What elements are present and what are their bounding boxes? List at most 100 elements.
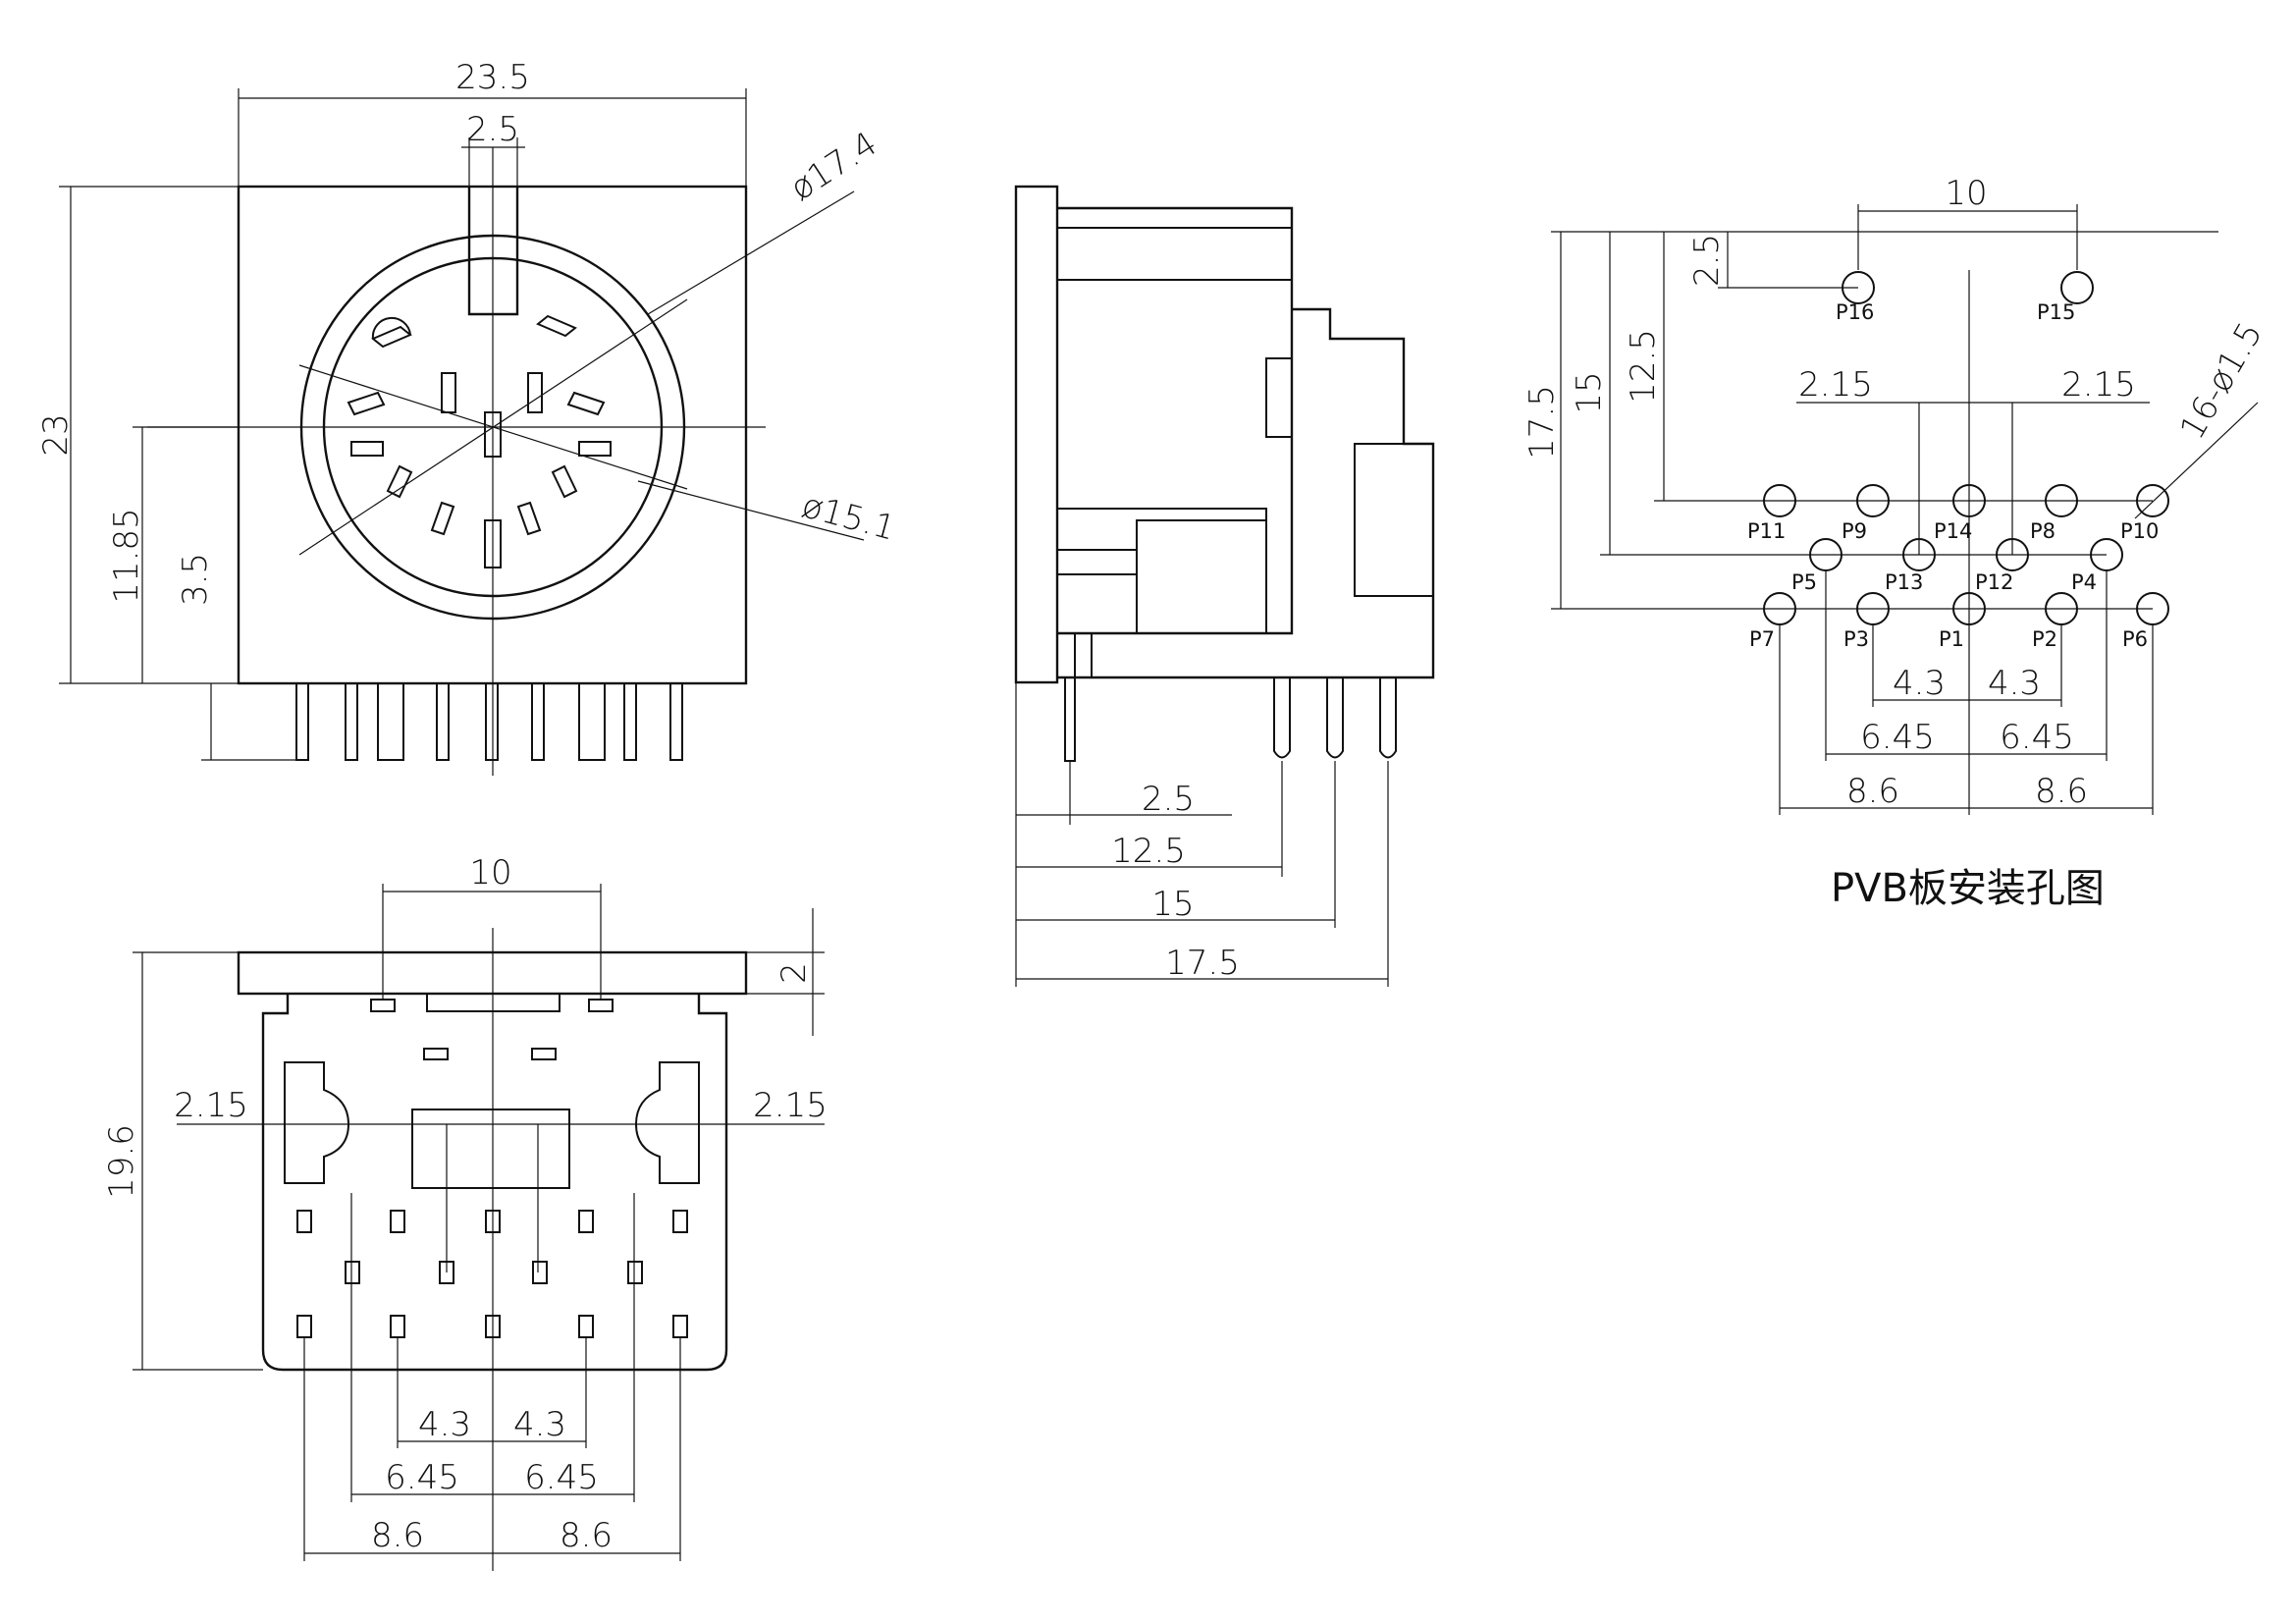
label-P14: P14 [1934,519,1972,543]
bottom-body-outline [261,994,728,1372]
contact [578,441,612,457]
dim-outer-diameter: ø17.4 [783,124,884,208]
contact [386,464,413,499]
dim-inner-r: 4.3 [513,1405,566,1444]
dim-pcb-inner-l: 4.3 [1893,664,1946,703]
contact [430,501,455,536]
dim-center-height: 11.85 [107,508,146,603]
label-P10: P10 [2120,519,2159,543]
side-cutout-left [284,1061,350,1184]
contact [347,391,386,416]
diagonal-center-line-2 [298,364,688,490]
side-cutout-right [634,1061,700,1184]
side-pin [1326,677,1344,759]
side-pin [1064,677,1076,762]
label-P2: P2 [2032,627,2057,651]
dim-outer-l: 8.6 [371,1516,424,1555]
dim-pcb-mid-r: 6.45 [2000,718,2074,757]
pin [623,682,637,761]
pin [485,682,499,761]
contact [551,464,578,499]
pcb-caption: PVB板安装孔图 [1831,866,2105,911]
dim-height: 23 [36,413,76,456]
label-P15: P15 [2037,300,2075,324]
dim-pcb-mid-l: 6.45 [1860,718,1935,757]
dim-inner-diameter: ø15.1 [798,486,900,549]
dim-side-3: 15 [1151,885,1194,924]
leader-line [2134,402,2259,519]
peg [588,999,614,1012]
dim-inner-l: 4.3 [418,1405,471,1444]
dim-mid-r: 6.45 [524,1458,599,1497]
dim-side-2: 12.5 [1111,832,1186,871]
dim-pcb-h3: 12.5 [1624,329,1663,404]
contact [566,391,606,416]
pin [295,682,309,761]
label-P16: P16 [1836,300,1874,324]
pin [377,682,404,761]
dim-side-4: 17.5 [1165,944,1240,983]
side-pin [1379,677,1397,759]
dim-bottom-height: 19.6 [102,1124,141,1199]
front-view: 23.5 2.5 23 11.85 3.5 ø17.4 ø15.1 [36,58,899,776]
leader-line [637,480,865,541]
dim-flange: 2 [774,962,814,984]
dim-pcb-offset-r: 2.15 [2061,365,2136,405]
contact [536,314,577,338]
contact-group [347,314,612,568]
hole-P15 [2060,271,2094,304]
dim-pcb-inner-r: 4.3 [1988,664,2041,703]
peg [370,999,396,1012]
label-P5: P5 [1791,570,1817,594]
contact [484,411,502,458]
dim-mid-l: 6.45 [385,1458,459,1497]
label-P8: P8 [2030,519,2056,543]
pin [669,682,683,761]
side-body-outline [1057,206,1294,635]
label-P3: P3 [1843,627,1869,651]
dim-pcb-offset-l: 2.15 [1798,365,1873,405]
bottom-view: 10 2 19.6 2.15 2.15 4.3 4.3 6.45 6.45 8.… [102,853,828,1571]
label-P9: P9 [1842,519,1867,543]
contact [371,316,412,349]
flange-outline [1014,185,1059,684]
dim-side-1: 2.5 [1142,780,1195,819]
label-P6: P6 [2122,627,2148,651]
label-P13: P13 [1885,570,1923,594]
pin [531,682,545,761]
leader-line [647,190,855,315]
contact [441,372,456,413]
label-P1: P1 [1939,627,1964,651]
contact [350,441,384,457]
dim-pcb-h1: 17.5 [1522,385,1562,460]
side-view: 2.5 12.5 15 17.5 [1014,185,1435,987]
dim-left-offset: 2.15 [174,1086,248,1125]
contact [527,372,543,413]
dim-outer-r: 8.6 [560,1516,613,1555]
dim-pcb-outer-r: 8.6 [2035,772,2088,811]
dim-key-width: 2.5 [466,110,519,149]
dim-pin-length: 3.5 [176,553,215,606]
dim-hole-spec: 16-ø1.5 [2172,316,2270,447]
label-P4: P4 [2071,570,2097,594]
dim-pcb-h2: 15 [1570,371,1609,413]
dim-pcb-row-top: 2.5 [1687,234,1727,287]
dim-pcb-top: 10 [1945,174,1987,213]
label-P7: P7 [1749,627,1775,651]
dim-bottom-top: 10 [469,853,511,893]
contact [516,501,542,536]
side-body-step [1057,307,1435,679]
dim-right-offset: 2.15 [753,1086,828,1125]
contact [484,519,502,568]
side-pin [1273,677,1291,759]
pin [436,682,450,761]
pin [578,682,606,761]
front-pins [295,682,683,761]
label-P11: P11 [1747,519,1786,543]
pin [345,682,358,761]
label-P12: P12 [1975,570,2013,594]
dim-width: 23.5 [455,58,530,97]
pcb-layout: P16 P15 P11 P9 P14 P8 P10 P5 P13 P12 P4 … [1522,174,2270,911]
